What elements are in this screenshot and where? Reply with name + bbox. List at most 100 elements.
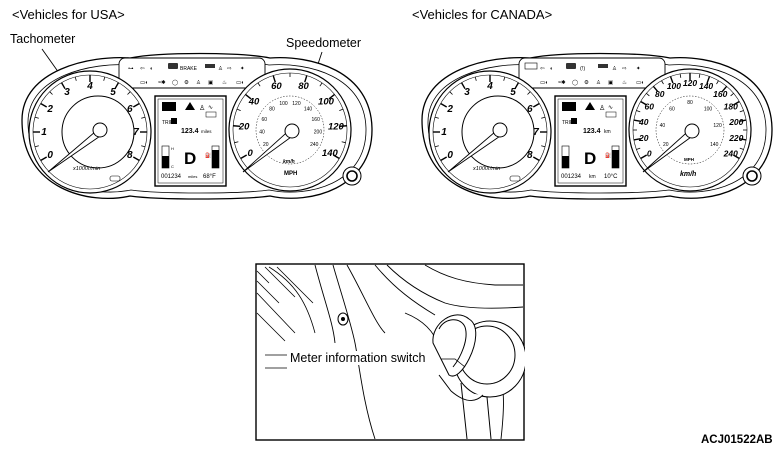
usa-speed-label: 120 (328, 122, 345, 133)
usa-speed-tick (339, 108, 344, 112)
usa-speed-tick (233, 125, 241, 127)
usa-tach-tick (141, 116, 146, 119)
svg-text:⛽: ⛽ (205, 152, 211, 159)
usa-speed-inner-label: 240 (310, 142, 319, 148)
usa-speed-tick (304, 75, 308, 83)
canada-speed-label: 160 (713, 89, 727, 99)
canada-tach-label: 1 (441, 127, 447, 138)
canada-tach-tick (532, 156, 540, 162)
svg-text:⚙: ⚙ (584, 79, 589, 86)
usa-tach-unit: x1000r/min (72, 166, 100, 172)
canada-speed-inner-unit: MPH (684, 157, 694, 162)
svg-text:⇨: ⇨ (622, 66, 627, 72)
usa-speed-tick (240, 154, 248, 160)
canada-speed-tick (739, 147, 744, 150)
usa-fuel-bar (162, 156, 169, 168)
svg-text:▭◐: ▭◐ (540, 80, 549, 86)
usa-speed-label: 100 (318, 96, 335, 107)
svg-text:H: H (171, 146, 174, 151)
canada-tach-label: 8 (527, 150, 533, 161)
usa-speed-unit: MPH (284, 171, 297, 177)
canada-tach-tick (434, 116, 439, 119)
canada-speed-tick (640, 154, 648, 160)
canada-tach-tick (514, 82, 520, 90)
switch-leader-line (441, 358, 466, 368)
svg-text:TRIP: TRIP (162, 120, 174, 126)
canada-tach-tick (474, 76, 477, 81)
canada-tach-label: 5 (510, 87, 516, 98)
tachometer-callout: Tachometer (10, 32, 76, 46)
usa-gear-indicator: D (184, 149, 196, 168)
usa-tach-tick (74, 76, 77, 81)
svg-text:◐: ◐ (150, 66, 154, 72)
svg-text:▣: ▣ (608, 80, 614, 86)
canada-speed-inner-label: 120 (713, 123, 722, 129)
air-vent-grille (256, 266, 316, 342)
usa-tachometer-ticks (33, 75, 147, 162)
usa-tach-tick (40, 156, 48, 162)
canada-speed-inner-label: 100 (704, 107, 713, 113)
figure-code: ACJ01522AB (701, 434, 773, 446)
canada-speed-tick (633, 119, 641, 123)
canada-tach-unit: x1000r/min (472, 166, 500, 172)
canada-speed-tick (661, 80, 664, 85)
canada-tach-tick (440, 156, 448, 162)
usa-tach-label: 6 (127, 104, 133, 115)
svg-text:◐: ◐ (550, 66, 554, 72)
canada-speed-inner-label: 60 (669, 107, 675, 113)
canada-tach-label: 2 (446, 104, 453, 115)
canada-speed-tick (669, 76, 674, 84)
svg-text:BRAKE: BRAKE (180, 66, 198, 72)
usa-tach-label: 0 (47, 150, 53, 161)
canada-trip-value: 123.4 (583, 128, 601, 135)
usa-tach-tick (40, 102, 48, 108)
svg-text:✦: ✦ (240, 65, 245, 72)
canada-tach-tick (527, 91, 531, 95)
canada-speed-tick (698, 73, 701, 78)
canada-warning-lamps-row2: ▭◐≈✱◯ ⚙♙▣ ♨▭◐ (540, 79, 645, 86)
canada-speed-tick (739, 137, 747, 141)
svg-text:▣: ▣ (208, 80, 214, 86)
canada-speed-label: 100 (667, 81, 681, 91)
svg-text:♙: ♙ (218, 65, 223, 72)
svg-text:♙: ♙ (196, 79, 201, 86)
canada-speed-label: 180 (724, 102, 738, 112)
usa-speed-tick (236, 108, 241, 112)
usa-outside-temp: 68°F (203, 174, 216, 180)
usa-tach-tick (34, 116, 39, 119)
canada-speed-tick (679, 73, 682, 78)
usa-tach-label: 1 (41, 127, 47, 138)
usa-speed-inner-label: 100 (279, 101, 288, 107)
usa-trip-unit: miles (201, 129, 212, 134)
canada-speed-label: 20 (638, 133, 649, 143)
canada-speed-tick (739, 119, 747, 123)
speedometer-callout: Speedometer (286, 36, 362, 50)
svg-text:≈✱: ≈✱ (558, 79, 566, 86)
usa-speed-label: 140 (322, 148, 339, 159)
canada-warning-lamps-row1: ⇦◐ (!) ♙⇨✦ (524, 62, 641, 72)
canada-tach-tick (541, 116, 546, 119)
svg-text:▭◐: ▭◐ (140, 80, 149, 86)
usa-tach-tick (49, 91, 53, 95)
usa-speed-tick (339, 125, 347, 127)
usa-speedometer-ticks (233, 73, 347, 160)
canada-tach-tick (460, 82, 466, 90)
svg-text:(!): (!) (580, 66, 585, 72)
canada-odometer: 001234 (561, 174, 582, 180)
usa-tach-label: 8 (127, 150, 133, 161)
usa-tach-tick (132, 156, 140, 162)
svg-text:♙: ♙ (596, 79, 601, 86)
canada-speed-label: 80 (655, 89, 665, 99)
usa-warning-strip (118, 57, 266, 89)
switch-callout: Meter information switch (289, 351, 427, 365)
canada-trip-unit: km (604, 129, 611, 135)
svg-text:∿: ∿ (208, 105, 213, 111)
canada-tach-tick (541, 145, 546, 148)
canada-speed-label: 140 (699, 81, 713, 91)
canada-speed-label: 240 (723, 149, 738, 159)
svg-text:✦: ✦ (636, 65, 641, 72)
usa-speed-inner-unit: km/h (283, 159, 295, 165)
canada-speed-tick (732, 100, 740, 106)
